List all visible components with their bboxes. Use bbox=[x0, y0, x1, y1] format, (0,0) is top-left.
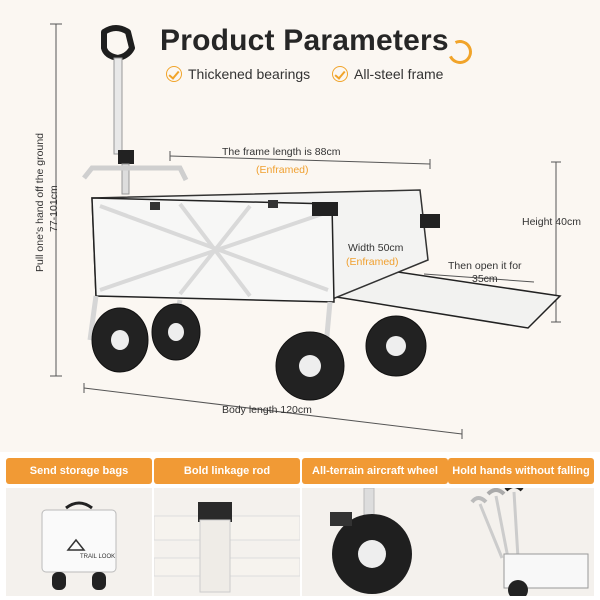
check-circle-icon bbox=[166, 66, 182, 82]
handle-height-label: Pull one's hand off the ground bbox=[34, 132, 46, 272]
frame-length-label: The frame length is 88cm bbox=[222, 146, 341, 158]
frame-length-note: (Enframed) bbox=[256, 164, 309, 176]
tile-label: All-terrain aircraft wheel bbox=[302, 458, 448, 484]
linkage-rod-icon bbox=[154, 488, 300, 596]
wheel-icon bbox=[302, 488, 448, 596]
page-title: Product Parameters bbox=[160, 24, 449, 57]
tile-storage-bags: Send storage bags TRAIL LOOK bbox=[6, 458, 152, 596]
tile-aircraft-wheel: All-terrain aircraft wheel bbox=[302, 458, 448, 596]
handle bbox=[101, 25, 135, 195]
storage-bag-icon: TRAIL LOOK bbox=[6, 488, 152, 596]
width-label: Width 50cm bbox=[348, 242, 404, 254]
feature-label: All-steel frame bbox=[354, 66, 444, 82]
width-note: (Enframed) bbox=[346, 256, 399, 268]
wheel-hubs bbox=[111, 323, 406, 377]
tile-label: Send storage bags bbox=[6, 458, 152, 484]
tile-linkage-rod: Bold linkage rod bbox=[154, 458, 300, 596]
wheels bbox=[91, 303, 427, 401]
tile-hold-handles: Hold hands without falling bbox=[448, 458, 594, 596]
feature-frame: All-steel frame bbox=[332, 66, 443, 82]
tile-label: Hold hands without falling bbox=[448, 458, 594, 484]
tile-label: Bold linkage rod bbox=[154, 458, 300, 484]
feature-bearings: Thickened bearings bbox=[166, 66, 310, 82]
check-circle-icon bbox=[332, 66, 348, 82]
handle-height-value: 77-101cm bbox=[48, 185, 60, 232]
wagon-frame bbox=[82, 165, 440, 347]
open-length-line1: Then open it for bbox=[448, 260, 522, 272]
handles-icon bbox=[448, 488, 594, 596]
open-length-line2: 35cm bbox=[472, 273, 498, 285]
bag-logo: TRAIL LOOK bbox=[80, 554, 115, 560]
feature-label: Thickened bearings bbox=[188, 66, 311, 82]
wagon-illustration bbox=[50, 23, 562, 439]
height-label: Height 40cm bbox=[522, 216, 581, 228]
body-length-label: Body length 120cm bbox=[222, 404, 312, 416]
